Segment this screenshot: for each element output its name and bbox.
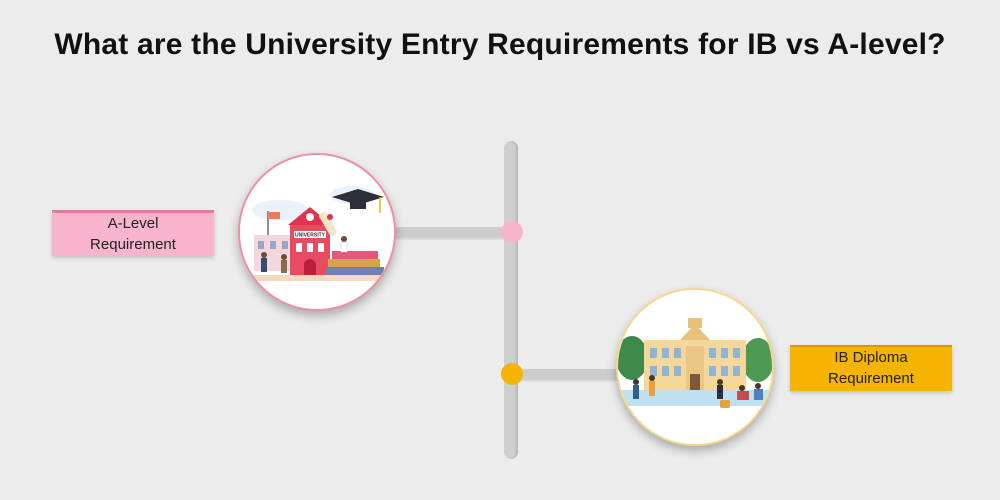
a-level-label-line2: Requirement bbox=[90, 236, 176, 253]
university-building-illustration: UNIVERSITY bbox=[240, 155, 394, 309]
ib-label-line1: IB Diploma bbox=[834, 349, 908, 366]
connector-top bbox=[392, 227, 512, 237]
timeline-spine bbox=[504, 141, 518, 459]
campus-students-illustration bbox=[618, 290, 772, 444]
ib-label-line2: Requirement bbox=[828, 370, 914, 387]
ib-diploma-illustration-circle bbox=[616, 288, 774, 446]
page-title: What are the University Entry Requiremen… bbox=[54, 28, 946, 61]
connector-bottom bbox=[512, 369, 632, 379]
a-level-requirement-label: A-Level Requirement bbox=[52, 210, 214, 256]
timeline-dot-gold bbox=[501, 363, 523, 385]
university-sign: UNIVERSITY bbox=[295, 233, 326, 239]
a-level-illustration-circle: UNIVERSITY bbox=[238, 153, 396, 311]
timeline-dot-pink bbox=[501, 221, 523, 243]
a-level-label-line1: A-Level bbox=[107, 215, 159, 232]
ib-diploma-requirement-label: IB Diploma Requirement bbox=[790, 345, 952, 391]
